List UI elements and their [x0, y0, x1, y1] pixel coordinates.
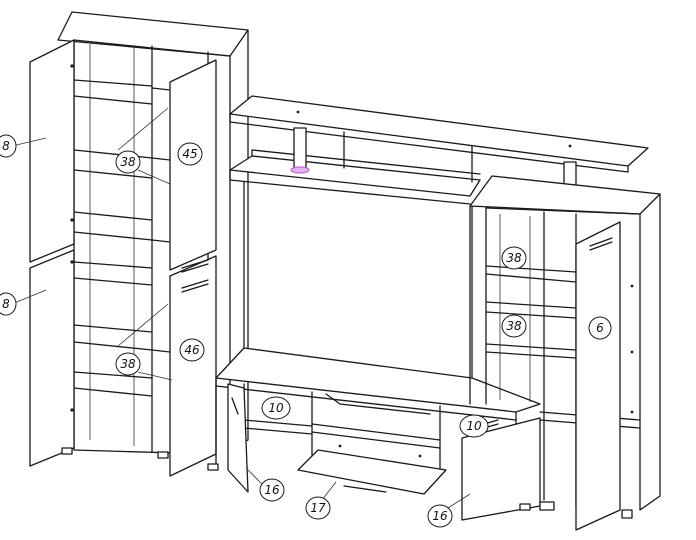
tv-stand: [207, 347, 541, 521]
callout-c3: 38: [115, 150, 141, 174]
callout-label: 6: [596, 321, 604, 335]
tv-back-panel: [243, 181, 473, 379]
callout-c13: 17: [305, 481, 337, 520]
callout-label: 45: [182, 147, 197, 161]
callout-label: 17: [310, 501, 326, 515]
callout-label: 38: [506, 251, 522, 265]
callout-c6: 46: [179, 338, 205, 362]
support-post-left: [290, 127, 310, 174]
right-cabinet: [469, 175, 661, 531]
callout-c12: 16: [245, 467, 285, 502]
callout-c9: 6: [588, 316, 612, 340]
callout-label: 38: [506, 319, 522, 333]
left-cabinet: [29, 11, 249, 477]
wall-shelf: [229, 95, 649, 205]
callout-label: 38: [120, 155, 136, 169]
callout-c4: 45: [177, 142, 203, 166]
callout-label: 16: [432, 509, 448, 523]
left-lower-door: [29, 249, 75, 467]
callout-label: 16: [264, 483, 280, 497]
callout-label: 10: [466, 419, 482, 433]
callout-c8: 38: [501, 314, 527, 338]
callout-label: 38: [120, 357, 136, 371]
left-cabinet-top: [57, 11, 249, 57]
drop-down-flap: [297, 449, 447, 495]
callout-label: 8: [2, 297, 10, 311]
tv-stand-top: [215, 347, 541, 413]
callout-c2: 8: [0, 289, 47, 316]
tv-stand-left-door: [227, 383, 249, 493]
callout-c1: 8: [0, 134, 47, 158]
left-upper-door: [29, 39, 75, 263]
top-shelf-board: [229, 95, 649, 167]
left-cabinet-shelves: [73, 79, 171, 397]
callout-c10: 10: [261, 396, 291, 420]
callout-label: 10: [268, 401, 284, 415]
right-cabinet-door: [575, 221, 621, 531]
callout-c11: 10: [459, 414, 489, 438]
callout-label: 8: [2, 139, 10, 153]
callout-c5: 38: [115, 352, 141, 376]
callout-c14: 16: [427, 493, 471, 528]
callout-c7: 38: [501, 246, 527, 270]
lower-shelf-board: [229, 155, 481, 197]
callout-label: 46: [184, 343, 200, 357]
